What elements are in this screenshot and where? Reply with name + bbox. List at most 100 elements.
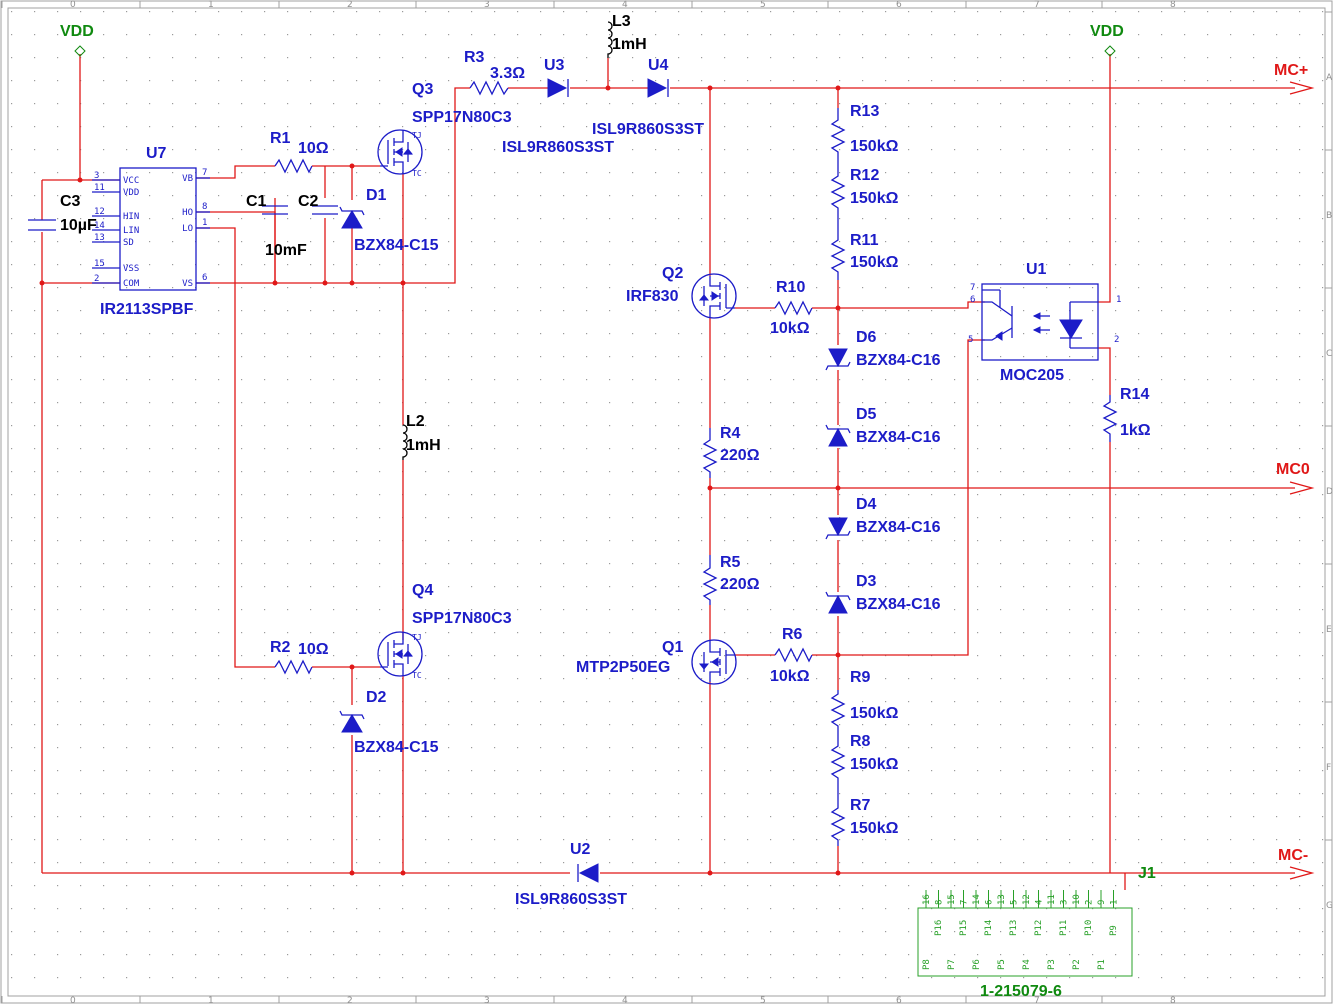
j1-pin-label: P15	[959, 920, 969, 936]
ruler-bottom-mark: 8	[1170, 996, 1176, 1004]
u7-pin-name: LO	[182, 224, 193, 234]
u7-pin-number: 14	[94, 221, 105, 231]
r8-resistor[interactable]: R8 150kΩ	[830, 733, 899, 790]
r4-resistor[interactable]: R4 220Ω	[702, 425, 760, 478]
q2-mosfet[interactable]: Q2 IRF830	[626, 265, 737, 319]
l2-inductor[interactable]: L2 1mH	[402, 413, 441, 460]
u2-diode[interactable]: U2 ISL9R860S3ST	[515, 841, 627, 908]
r13-ref: R13	[850, 103, 879, 120]
d1-zener[interactable]: D1 BZX84-C15	[339, 187, 439, 254]
u7-pin-name: VS	[182, 279, 193, 289]
d2-zener[interactable]: D2 BZX84-C15	[339, 689, 439, 756]
l2-value: 1mH	[406, 437, 441, 454]
d3-ref: D3	[856, 573, 877, 590]
j1-pin-label: P7	[947, 959, 957, 970]
u7-pin-name: VSS	[123, 264, 139, 274]
ruler-bottom-mark: 2	[347, 996, 353, 1004]
ruler-right-mark: A	[1326, 73, 1333, 83]
j1-value: 1-215079-6	[980, 983, 1062, 1000]
r6-resistor[interactable]: R6 10kΩ	[770, 626, 813, 685]
u7-pin-number: 1	[202, 218, 207, 228]
r6-value: 10kΩ	[770, 668, 810, 685]
c2-capacitor[interactable]: C2 10mF	[265, 193, 338, 259]
c1-ref: C1	[246, 193, 267, 210]
r3-resistor[interactable]: R3 3.3Ω	[464, 49, 525, 96]
c3-value: 10µF	[60, 217, 97, 234]
j1-pin-number: 3	[1060, 900, 1070, 905]
c3-capacitor[interactable]: C3 10µF	[28, 193, 97, 234]
d1-value: BZX84-C15	[354, 237, 439, 254]
r5-resistor[interactable]: R5 220Ω	[702, 554, 760, 605]
r2-resistor[interactable]: R2 10Ω	[270, 639, 329, 675]
r2-value: 10Ω	[298, 641, 329, 658]
r14-value: 1kΩ	[1120, 422, 1151, 439]
d1-ref: D1	[366, 187, 387, 204]
j1-pin-label: P10	[1084, 920, 1094, 936]
c1-capacitor[interactable]: C1	[246, 193, 288, 215]
l3-value: 1mH	[612, 36, 647, 53]
d3-zener[interactable]: D3 BZX84-C16	[825, 573, 941, 614]
net-mc-zero: MC0	[1276, 461, 1315, 495]
net-mc-minus-label: MC-	[1278, 847, 1308, 864]
r5-ref: R5	[720, 554, 741, 571]
ruler-top-mark: 7	[1034, 0, 1040, 10]
q1-ref: Q1	[662, 639, 683, 656]
u2-ref: U2	[570, 841, 591, 858]
d5-zener[interactable]: D5 BZX84-C16	[825, 406, 941, 447]
l2-ref: L2	[406, 413, 425, 430]
j1-pin-number: 12	[1022, 894, 1032, 905]
r12-resistor[interactable]: R12 150kΩ	[830, 160, 899, 220]
j1-pin-label: P16	[934, 920, 944, 936]
r14-ref: R14	[1120, 386, 1149, 403]
j1-pin-number: 13	[997, 894, 1007, 905]
d4-zener[interactable]: D4 BZX84-C16	[825, 496, 941, 540]
r1-resistor[interactable]: R1 10Ω	[270, 130, 329, 174]
u7-pin-number: 11	[94, 183, 105, 193]
u1-pin-number: 2	[1114, 335, 1119, 345]
j1-pin-number: 10	[1072, 894, 1082, 905]
r5-value: 220Ω	[720, 576, 760, 593]
u4-diode[interactable]: U4 ISL9R860S3ST	[592, 57, 704, 138]
r4-ref: R4	[720, 425, 741, 442]
l3-inductor[interactable]: L3 1mH	[607, 13, 647, 58]
ruler-top-mark: 0	[70, 0, 76, 10]
r10-resistor[interactable]: R10 10kΩ	[770, 279, 813, 337]
d4-value: BZX84-C16	[856, 519, 941, 536]
d6-zener[interactable]: D6 BZX84-C16	[825, 329, 941, 371]
u3-ref: U3	[544, 57, 565, 74]
r7-ref: R7	[850, 797, 871, 814]
ruler-bottom-mark: 6	[896, 996, 902, 1004]
u7-pin-number: 13	[94, 233, 105, 243]
r11-resistor[interactable]: R11 150kΩ	[830, 220, 899, 280]
q2-value: IRF830	[626, 288, 679, 305]
r9-ref: R9	[850, 669, 871, 686]
u1-pin-number: 6	[970, 295, 975, 305]
r9-resistor[interactable]: R9 150kΩ	[830, 669, 899, 736]
q1-mosfet[interactable]: Q1 MTP2P50EG	[576, 639, 737, 685]
j1-pin-label: P13	[1009, 920, 1019, 936]
r14-resistor[interactable]: R14 1kΩ	[1102, 386, 1151, 442]
u3-diode[interactable]: U3 ISL9R860S3ST	[502, 57, 614, 156]
u7-pin-name: VCC	[123, 176, 139, 186]
ruler-bottom-mark: 1	[208, 996, 214, 1004]
r7-resistor[interactable]: R7 150kΩ	[830, 790, 899, 846]
u1-ref: U1	[1026, 261, 1047, 278]
u7-pin-number: 8	[202, 202, 207, 212]
u7-pin-number: 3	[94, 171, 99, 181]
ruler-right-mark: G	[1326, 901, 1333, 911]
r13-resistor[interactable]: R13 150kΩ	[830, 103, 899, 160]
j1-pin-number: 14	[972, 894, 982, 905]
j1-pin-label: P8	[922, 959, 932, 970]
j1-pin-number: 8	[935, 900, 945, 905]
j1-pin-label: P6	[972, 959, 982, 970]
j1-pin-number: 11	[1047, 894, 1057, 905]
q2-ref: Q2	[662, 265, 683, 282]
ruler-bottom-mark: 7	[1034, 996, 1040, 1004]
svg-text:TC: TC	[412, 169, 422, 178]
